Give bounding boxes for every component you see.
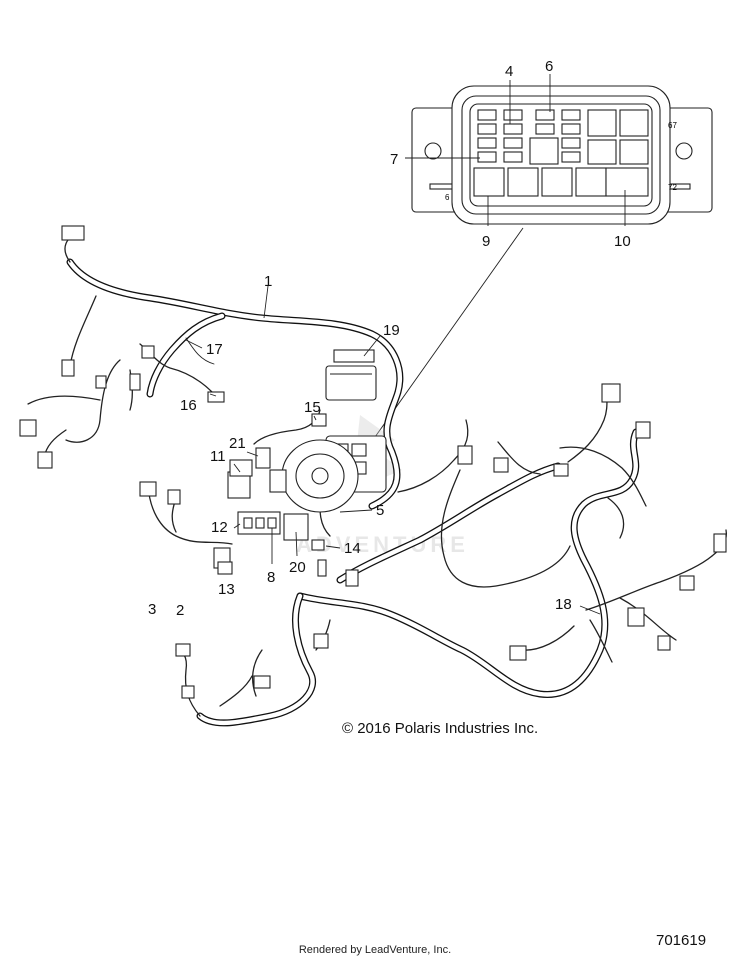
copyright-notice: © 2016 Polaris Industries Inc.	[342, 720, 539, 737]
main-harness	[66, 258, 640, 727]
pin-marking-6: 6	[445, 193, 450, 202]
callout-leaders	[185, 285, 601, 615]
pin-marking-72: 72	[668, 183, 677, 192]
callout-21: 21	[229, 435, 246, 452]
connector-16	[207, 391, 225, 403]
pin-marking-67: 67	[668, 121, 677, 130]
components	[19, 225, 727, 699]
callout-14: 14	[344, 540, 361, 557]
callout-18: 18	[555, 596, 572, 613]
callout-15: 15	[304, 399, 321, 416]
callout-13: 13	[218, 581, 235, 598]
connector-15	[311, 413, 327, 427]
callout-2: 2	[176, 602, 184, 619]
callout-9: 9	[482, 233, 490, 250]
connector-upper-right	[601, 383, 621, 403]
callout-10: 10	[614, 233, 631, 250]
callout-1: 1	[264, 273, 272, 290]
callout-4: 4	[505, 63, 513, 80]
control-module	[325, 365, 377, 401]
callout-5: 5	[376, 502, 384, 519]
callout-8: 8	[267, 569, 275, 586]
callout-16: 16	[180, 397, 197, 414]
callout-17: 17	[206, 341, 223, 358]
callout-numbers: 1 2 3 4 5 6 7 8 9 10 11 12 13 14 15 16 1…	[148, 58, 631, 619]
mini-fuse-array	[477, 109, 581, 163]
callout-12: 12	[211, 519, 228, 536]
figure-number: 701619	[656, 932, 707, 949]
fuse-box-detail: 6 67 72	[405, 74, 713, 226]
callout-11: 11	[210, 448, 226, 465]
fuse-14	[311, 539, 325, 551]
connector-upper-left	[61, 225, 85, 241]
footer-credit: Rendered by LeadVenture, Inc.	[298, 944, 452, 956]
callout-6: 6	[545, 58, 553, 75]
connector-17	[141, 345, 155, 359]
relay-array	[473, 109, 649, 197]
harness-label-tag	[333, 349, 375, 363]
connector-21	[255, 447, 271, 469]
callout-19: 19	[383, 322, 400, 339]
callout-3: 3	[148, 601, 156, 618]
callout-20: 20	[289, 559, 306, 576]
callout-7: 7	[390, 151, 398, 168]
